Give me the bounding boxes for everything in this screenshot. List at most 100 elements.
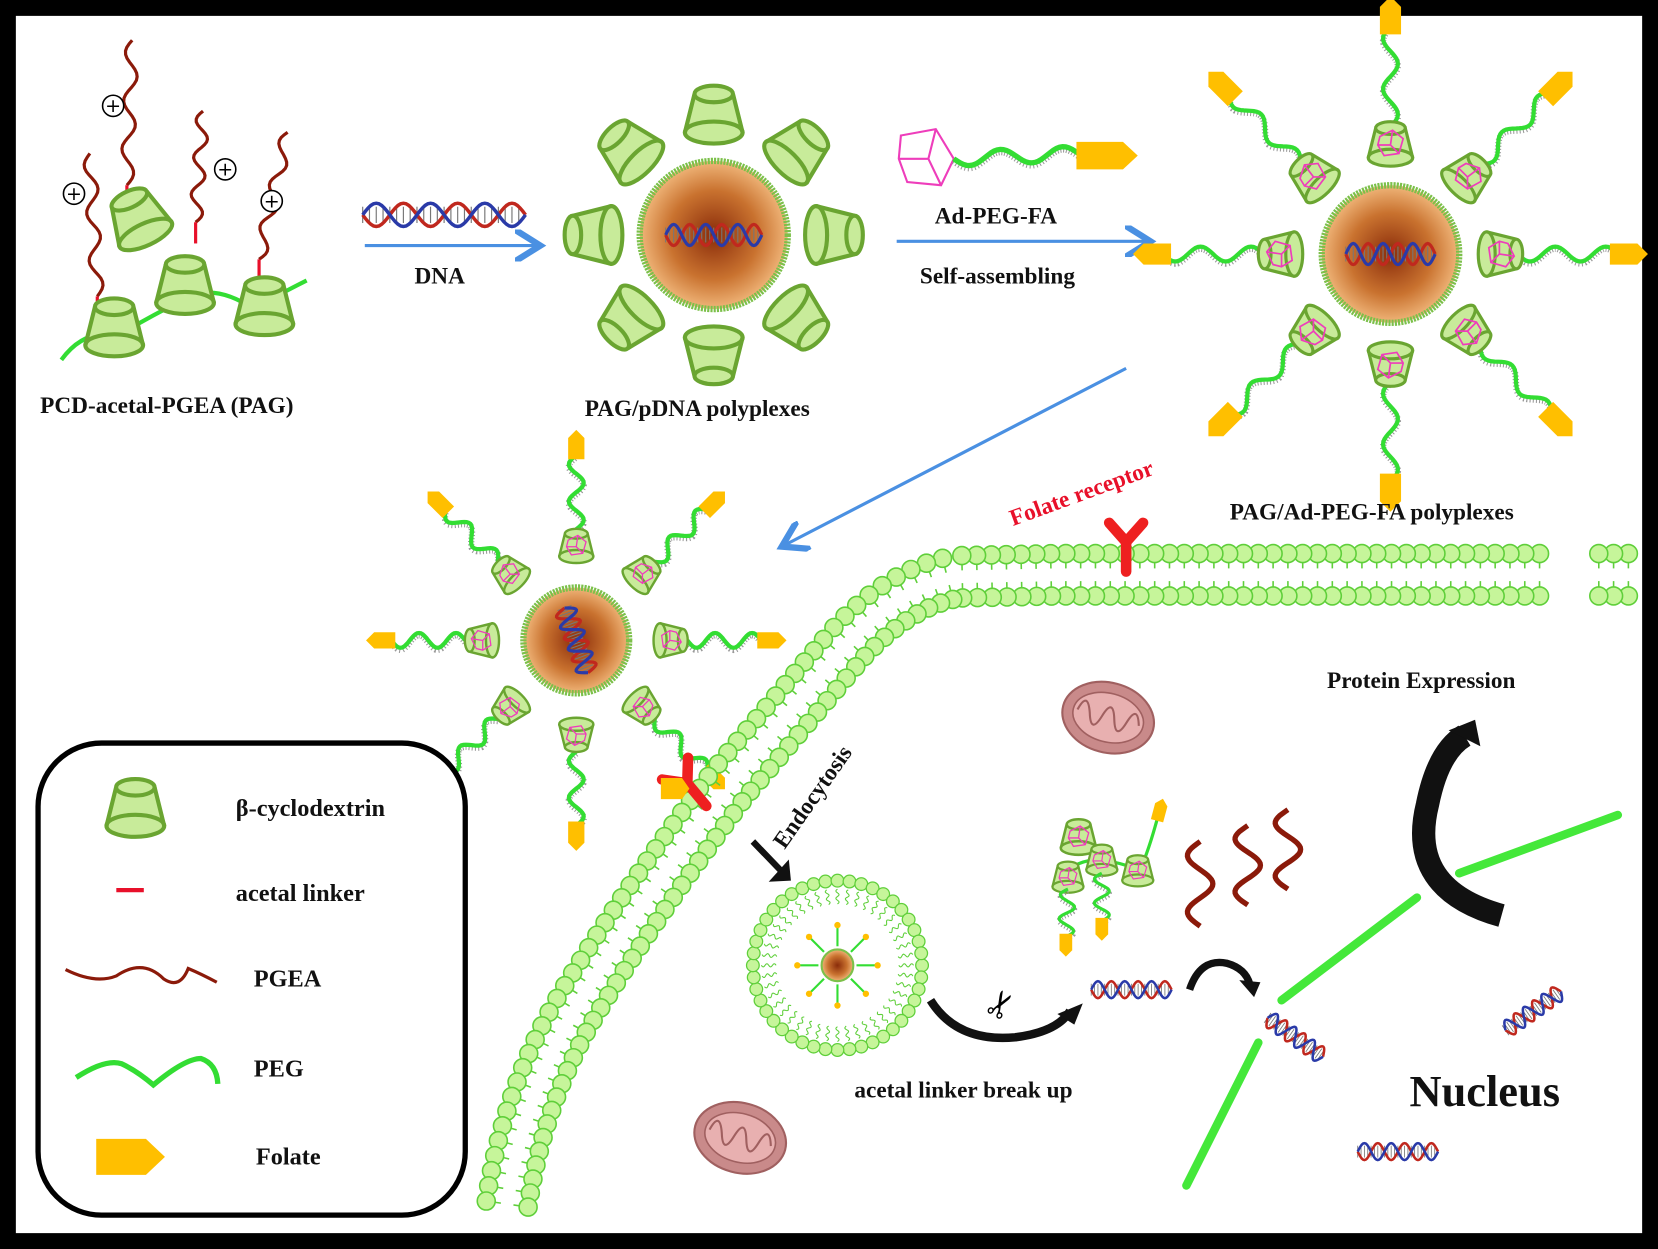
pgea-chain: [189, 109, 210, 224]
dna-helix-icon: [1356, 1141, 1440, 1162]
cyclodextrin-top: [463, 627, 476, 653]
folate-icon: [1076, 141, 1138, 170]
dna-helix-icon: [554, 605, 598, 675]
lipid-head: [907, 993, 922, 1008]
adamantane-icon: [1376, 129, 1405, 157]
lipid-tail: [787, 1011, 798, 1024]
lipid-tail: [853, 1023, 861, 1039]
nuclear-envelope: [1454, 810, 1623, 878]
lipid-head: [759, 912, 774, 927]
lipid-head: [872, 575, 893, 596]
cyclodextrin-rim: [1366, 350, 1415, 361]
cyclodextrin-top: [114, 776, 157, 798]
cyclodextrin-body: [803, 204, 856, 266]
legend-label-folate: Folate: [256, 1143, 321, 1170]
lipid-tail: [763, 943, 780, 949]
dna-helix-icon: [1501, 986, 1564, 1036]
folate-shape: [1208, 71, 1243, 107]
cyclodextrin-rim: [154, 289, 216, 304]
lipid-head: [830, 1043, 845, 1057]
cyclodextrin-rim: [1441, 305, 1477, 341]
adamantane-icon: [632, 696, 654, 718]
folate-icon: [96, 1138, 165, 1175]
cyclodextrin-icon: [562, 204, 625, 266]
cyclodextrin-icon: [1085, 843, 1119, 877]
cyclodextrin-icon: [490, 685, 532, 726]
folate-icon: [1538, 71, 1573, 107]
positive-charge-symbol: +: [217, 159, 233, 181]
lipid-head: [753, 923, 768, 938]
cyclodextrin-top: [563, 527, 589, 540]
dna-base-pair: [559, 610, 574, 617]
lipid-head: [746, 970, 761, 985]
lipid-tail: [815, 1023, 821, 1039]
folate-icon: [805, 933, 813, 941]
lipid-tail: [844, 889, 850, 906]
dna-strand: [1090, 979, 1173, 1000]
cyclodextrin-icon: [762, 118, 831, 187]
legend: β-cyclodextrin acetal linker PGEA PEG Fo…: [35, 740, 468, 1218]
lipid-tail: [764, 981, 779, 989]
folate-shape: [366, 632, 396, 649]
mitochondrion-icon: [1061, 680, 1156, 755]
cyclodextrin-icon: [1366, 120, 1415, 168]
folate-shape: [1379, 0, 1402, 35]
lipid-head: [795, 1035, 810, 1050]
cyclodextrin-top: [676, 627, 689, 653]
cyclodextrin-rim: [557, 548, 595, 557]
pag-pdna-polyplex: [562, 83, 865, 387]
cyclodextrin-top: [109, 186, 150, 213]
folate-icon: [427, 491, 455, 519]
cyclodextrin-rim: [1121, 873, 1155, 881]
cyclodextrin-body: [233, 285, 296, 338]
cyclodextrin-icon: [104, 776, 167, 839]
folate-icon: [757, 632, 787, 649]
folate-icon: [366, 632, 396, 649]
lipid-head: [952, 545, 972, 566]
lipid-head: [865, 881, 880, 896]
cyclodextrin-rim: [815, 204, 830, 266]
cyclodextrin-body: [682, 324, 745, 377]
cyclodextrin-rim: [1085, 862, 1119, 871]
release-arrow: [926, 997, 1074, 1043]
nuclear-entry-arrow-head: [1239, 980, 1261, 998]
folate-icon: [834, 921, 841, 929]
targeting-polyplex: [366, 429, 787, 851]
lipid-tail: [876, 1011, 889, 1024]
polyplex-core: [820, 948, 855, 983]
label-protein-expression: Protein Expression: [1327, 668, 1515, 694]
folate-icon: [1133, 243, 1172, 265]
cyclodextrin-icon: [597, 118, 666, 187]
pgea-chain: [1232, 823, 1264, 908]
cyclodextrin-rim: [682, 337, 745, 351]
lipid-head: [854, 1039, 869, 1054]
lipid-head: [746, 946, 761, 961]
label-self-assembling: Self-assembling: [920, 264, 1075, 290]
released-pag: [1051, 798, 1304, 957]
adamantane-icon: [565, 534, 587, 556]
adamantane-icon: [1128, 860, 1148, 880]
adamantane-icon: [1376, 351, 1405, 379]
cyclodextrin-icon: [83, 296, 146, 359]
cyclodextrin-top: [1288, 330, 1315, 357]
folate-icon: [568, 429, 585, 460]
dna-base-pair: [1286, 1028, 1295, 1040]
cyclodextrin-top: [1126, 854, 1150, 866]
cyclodextrin-icon: [1121, 854, 1155, 888]
dna-base-pair: [1277, 1022, 1286, 1033]
positive-charge-symbol: +: [105, 95, 121, 117]
legend-label-cyclodextrin: β-cyclodextrin: [236, 795, 386, 822]
cyclodextrin-top: [163, 254, 207, 275]
label-pag-ad-peg-fa: PAG/Ad-PEG-FA polyplexes: [1230, 500, 1514, 526]
pgea-chain-icon: [64, 966, 218, 985]
folate-icon: [1538, 401, 1573, 437]
folate-shape: [1379, 473, 1402, 512]
label-ad-peg-fa: Ad-PEG-FA: [935, 203, 1057, 229]
dna-base-pair: [1506, 1021, 1514, 1033]
peg-chain-icon: [74, 1055, 221, 1089]
lipid-tail: [796, 1016, 805, 1030]
adamantane-icon: [1454, 162, 1482, 190]
lipid-head: [901, 1004, 916, 1019]
